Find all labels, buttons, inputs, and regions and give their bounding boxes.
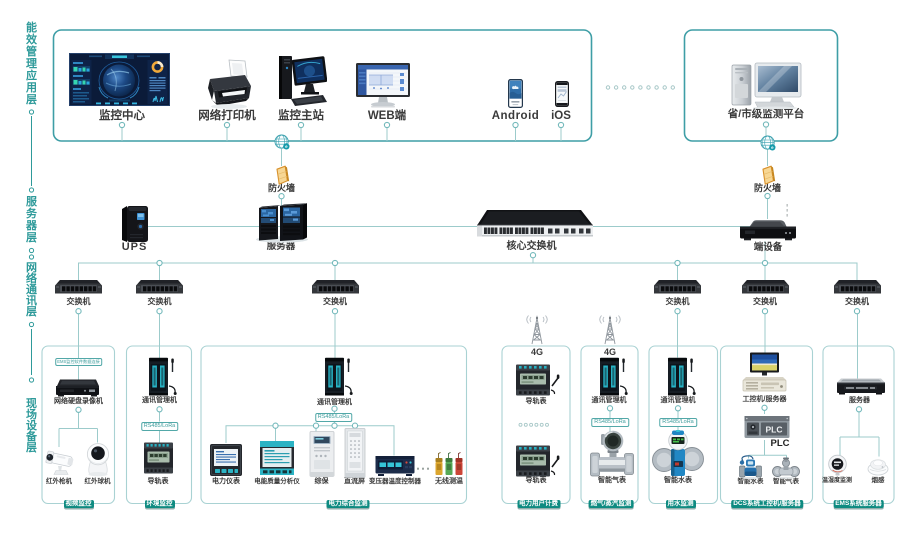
svg-text:e: e <box>285 144 288 149</box>
svg-text:e: e <box>771 144 774 149</box>
svg-text:PLC: PLC <box>766 425 783 435</box>
